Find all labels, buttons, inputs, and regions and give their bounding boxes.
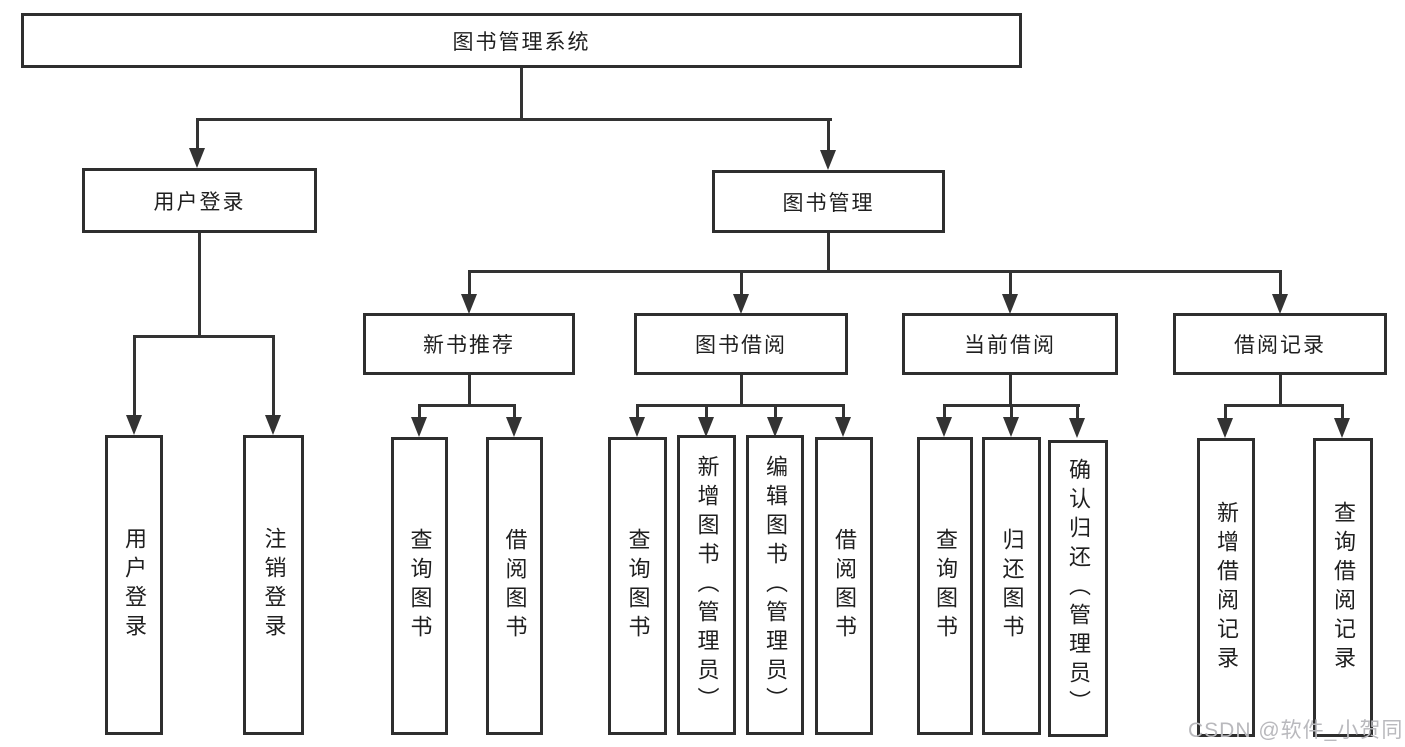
connector-line (418, 404, 516, 407)
leaf-borrow-edit-book-admin: 编辑图书（管理员） (746, 435, 804, 735)
leaf-borrow-borrow-book: 借阅图书 (815, 437, 873, 735)
node-new-book-recommend: 新书推荐 (363, 313, 575, 375)
leaf-current-query-book: 查询图书 (917, 437, 973, 735)
connector-line (827, 118, 830, 154)
connector-line (196, 118, 199, 152)
connector-line (1224, 404, 1344, 407)
arrow-down-icon (698, 417, 714, 437)
node-user-login: 用户登录 (82, 168, 317, 233)
connector-line (827, 233, 830, 272)
connector-line (740, 270, 743, 298)
node-book-management: 图书管理 (712, 170, 945, 233)
node-borrow-records: 借阅记录 (1173, 313, 1387, 375)
arrow-down-icon (733, 294, 749, 314)
leaf-recommend-query-book: 查询图书 (391, 437, 448, 735)
connector-line (1009, 375, 1012, 407)
connector-line (943, 404, 946, 422)
arrow-down-icon (767, 417, 783, 437)
connector-line (740, 375, 743, 407)
arrow-down-icon (265, 415, 281, 435)
arrow-down-icon (411, 417, 427, 437)
arrow-down-icon (1069, 418, 1085, 438)
leaf-records-add-record: 新增借阅记录 (1197, 438, 1255, 737)
arrow-down-icon (1002, 294, 1018, 314)
arrow-down-icon (1003, 417, 1019, 437)
connector-line (196, 118, 832, 121)
arrow-down-icon (835, 417, 851, 437)
connector-line (418, 404, 421, 422)
connector-line (636, 404, 639, 422)
node-root: 图书管理系统 (21, 13, 1022, 68)
arrow-down-icon (461, 294, 477, 314)
node-book-borrow: 图书借阅 (634, 313, 848, 375)
connector-line (272, 335, 275, 417)
arrow-down-icon (1217, 418, 1233, 438)
connector-line (1279, 270, 1282, 298)
leaf-user-login: 用户登录 (105, 435, 163, 735)
connector-line (133, 335, 275, 338)
arrow-down-icon (629, 417, 645, 437)
connector-line (520, 68, 523, 120)
leaf-current-return-book: 归还图书 (982, 437, 1041, 735)
arrow-down-icon (126, 415, 142, 435)
connector-line (1224, 404, 1227, 422)
leaf-borrow-query-book: 查询图书 (608, 437, 667, 735)
arrow-down-icon (189, 148, 205, 168)
connector-line (1341, 404, 1344, 422)
leaf-recommend-borrow-book: 借阅图书 (486, 437, 543, 735)
connector-line (842, 404, 845, 422)
leaf-records-query-record: 查询借阅记录 (1313, 438, 1373, 737)
connector-line (468, 375, 471, 407)
connector-line (198, 233, 201, 337)
arrow-down-icon (1334, 418, 1350, 438)
connector-line (468, 270, 1282, 273)
leaf-current-confirm-return-admin: 确认归还（管理员） (1048, 440, 1108, 737)
connector-line (1010, 404, 1013, 422)
node-current-borrow: 当前借阅 (902, 313, 1118, 375)
connector-line (636, 404, 845, 407)
leaf-borrow-add-book-admin: 新增图书（管理员） (677, 435, 736, 735)
watermark: CSDN @软件_小贺同学 (1188, 719, 1404, 742)
connector-line (1076, 404, 1079, 422)
arrow-down-icon (506, 417, 522, 437)
connector-line (705, 404, 708, 422)
connector-line (133, 335, 136, 417)
connector-line (513, 404, 516, 422)
connector-line (1009, 270, 1012, 298)
connector-line (1279, 375, 1282, 407)
connector-line (468, 270, 471, 298)
arrow-down-icon (820, 150, 836, 170)
arrow-down-icon (1272, 294, 1288, 314)
leaf-logout: 注销登录 (243, 435, 304, 735)
connector-line (774, 404, 777, 422)
arrow-down-icon (936, 417, 952, 437)
